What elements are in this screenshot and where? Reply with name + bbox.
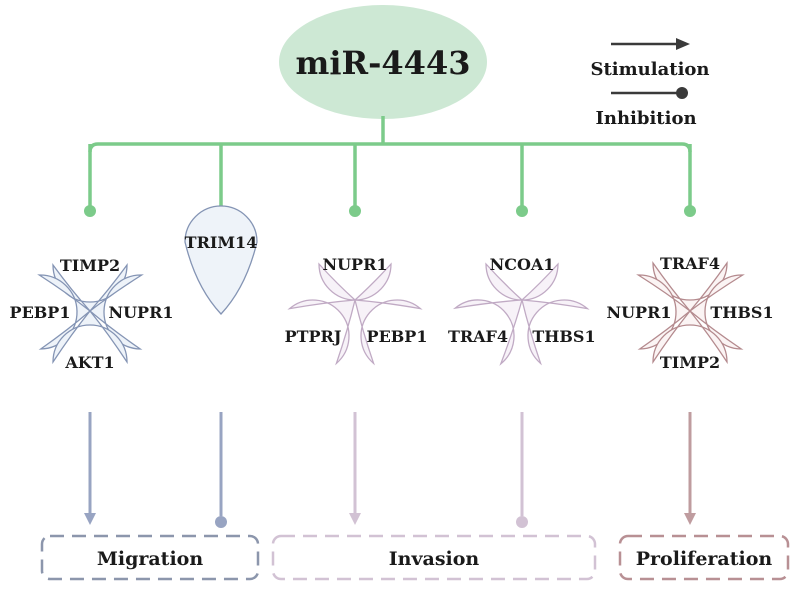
outcome-arrowhead-5 xyxy=(684,513,696,525)
outcome-inhibition-dot-4 xyxy=(516,516,528,528)
outcomes: Migration Invasion Proliferation xyxy=(40,534,790,581)
legend-stimulation-label: Stimulation xyxy=(590,59,709,80)
petal-nupr1 xyxy=(636,274,692,350)
target-group-2: TRIM14 xyxy=(184,205,258,315)
outcome-label-invasion: Invasion xyxy=(389,548,480,570)
branch-inhibition-dot-4 xyxy=(516,205,528,217)
petal-thbs1 xyxy=(688,274,745,350)
petal-label-ptprj: PTPRJ xyxy=(285,327,342,346)
hub-crossbar xyxy=(88,142,692,153)
petal-label-pebp1: PEBP1 xyxy=(367,327,428,346)
petal-label-traf4: TRAF4 xyxy=(660,254,720,273)
outcome-label-proliferation: Proliferation xyxy=(636,548,773,570)
branch-inhibition-dot-3 xyxy=(349,205,361,217)
legend-inhibition-dot xyxy=(676,87,688,99)
outcome-inhibition-dot-2 xyxy=(215,516,227,528)
petal-label-trim14: TRIM14 xyxy=(185,233,258,252)
petal-label-traf4: TRAF4 xyxy=(448,327,508,346)
outcome-box-invasion xyxy=(271,534,597,581)
outcome-arrowhead-3 xyxy=(349,513,361,525)
hub-node: miR-4443 xyxy=(279,5,487,119)
legend: Stimulation Inhibition xyxy=(590,38,710,129)
petal-timp2 xyxy=(652,309,728,365)
petal-traf4 xyxy=(452,299,523,366)
outcome-box-proliferation xyxy=(618,534,790,581)
petal-label-pebp1: PEBP1 xyxy=(10,303,71,322)
outcome-label-migration: Migration xyxy=(97,548,204,570)
petal-ptprj xyxy=(287,299,356,366)
petal-trim14 xyxy=(184,205,258,315)
petal-label-thbs1: THBS1 xyxy=(710,303,773,322)
branch-inhibition-dot-5 xyxy=(684,205,696,217)
hub-label: miR-4443 xyxy=(296,44,471,82)
petal-label-timp2: TIMP2 xyxy=(660,353,720,372)
legend-inhibition-label: Inhibition xyxy=(595,108,696,129)
petal-label-timp2: TIMP2 xyxy=(60,256,120,275)
petal-thbs1 xyxy=(521,299,590,366)
petal-akt1 xyxy=(52,309,128,365)
petal-pebp1 xyxy=(354,299,423,366)
petal-nupr1 xyxy=(88,274,144,350)
outcome-box-migration xyxy=(40,534,260,581)
petal-label-akt1: AKT1 xyxy=(64,353,114,372)
outcome-arrows xyxy=(84,412,696,528)
hub-ellipse xyxy=(279,5,487,119)
branch-inhibition-dot-1 xyxy=(84,205,96,217)
petal-label-nupr1: NUPR1 xyxy=(322,255,387,274)
legend-arrowhead xyxy=(676,38,690,50)
petal-label-nupr1: NUPR1 xyxy=(606,303,671,322)
outcome-arrowhead-1 xyxy=(84,513,96,525)
hub-connectors xyxy=(84,116,696,217)
petal-traf4 xyxy=(652,260,728,312)
petal-label-thbs1: THBS1 xyxy=(532,327,595,346)
petal-label-ncoa1: NCOA1 xyxy=(490,255,555,274)
petal-label-nupr1: NUPR1 xyxy=(108,303,173,322)
